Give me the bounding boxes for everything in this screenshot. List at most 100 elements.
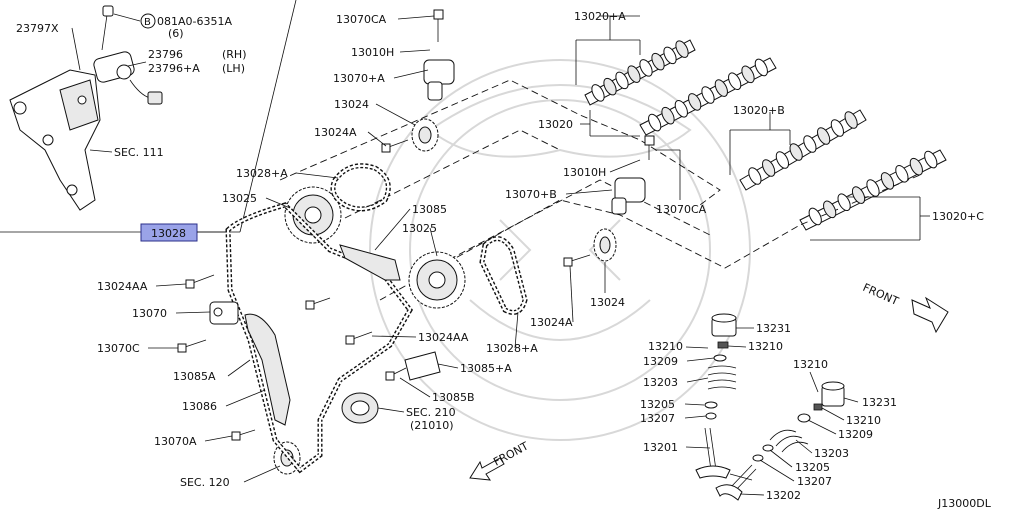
- label-13024-top: 13024: [334, 98, 369, 111]
- cam-lobe: [615, 71, 629, 90]
- tensioner-13070b: [611, 177, 646, 215]
- cam-lobe: [754, 58, 768, 77]
- label-13020c: 13020+C: [932, 210, 984, 223]
- label-13201: 13201: [643, 441, 678, 454]
- label-13210-right: 13210: [793, 358, 828, 371]
- bracket-13085a: [404, 351, 441, 381]
- cam-lobe: [627, 65, 641, 83]
- label-13203-right: 13203: [814, 447, 849, 460]
- label-13085a: 13085A: [173, 370, 216, 383]
- cam-lobe: [651, 52, 665, 71]
- cam-lobes-13020c: [808, 150, 938, 226]
- label-13028[interactable]: 13028: [151, 227, 186, 240]
- label-bolt-spec: 081A0-6351A: [157, 15, 232, 28]
- cam-lobe: [866, 179, 880, 197]
- label-13207-right: 13207: [797, 475, 832, 488]
- label-13028a-mid: 13028+A: [486, 342, 538, 355]
- label-sec210: SEC. 210: [406, 406, 456, 419]
- crank-sprocket-sec120: [273, 441, 301, 475]
- label-13085b: 13085B: [432, 391, 475, 404]
- label-13209-right: 13209: [838, 428, 873, 441]
- label-bolt-circle: B: [144, 17, 151, 28]
- label-front-right: FRONT: [861, 281, 901, 308]
- label-13210-left: 13210: [648, 340, 683, 353]
- cam-sprocket-upper-13025: [284, 186, 342, 244]
- label-13202: 13202: [766, 489, 801, 502]
- bolts: [177, 9, 655, 441]
- label-13020a: 13020+A: [574, 10, 626, 23]
- label-13207-left: 13207: [640, 412, 675, 425]
- secondary-chain-13028a-lower: [479, 236, 528, 315]
- label-13020b: 13020+B: [733, 104, 785, 117]
- cam-lobe: [688, 93, 702, 111]
- label-13070: 13070: [132, 307, 167, 320]
- label-rh: (RH): [222, 48, 247, 61]
- cam-lobes-13020a: [591, 40, 689, 102]
- front-arrow-bottom: [469, 457, 505, 481]
- label-13028a-top: 13028+A: [236, 167, 288, 180]
- label-13203-left: 13203: [643, 376, 678, 389]
- pump-sec210: [341, 392, 379, 424]
- label-13231-right: 13231: [862, 396, 897, 409]
- label-13085: 13085: [412, 203, 447, 216]
- label-13025-mid: 13025: [402, 222, 437, 235]
- label-13070ca-top: 13070CA: [336, 13, 387, 26]
- cam-lobe: [823, 200, 837, 219]
- cam-lobe: [837, 193, 851, 212]
- label-13210-left-2: 13210: [748, 340, 783, 353]
- label-23796: 23796: [148, 48, 183, 61]
- cam-lobe: [728, 72, 742, 91]
- cam-lobe: [714, 79, 728, 97]
- cam-lobes-13020: [648, 58, 768, 132]
- label-13205-right: 13205: [795, 461, 830, 474]
- cam-lobe: [674, 99, 688, 118]
- label-13086: 13086: [182, 400, 217, 413]
- watermark-emblem: [369, 59, 751, 441]
- label-bolt-qty: (6): [168, 27, 184, 40]
- label-13010h-mid: 13010H: [563, 166, 606, 179]
- label-sec111: SEC. 111: [114, 146, 164, 159]
- cam-lobe: [648, 113, 662, 132]
- sprocket-13024-upper: [411, 118, 439, 152]
- cam-lobe: [591, 84, 605, 102]
- front-arrow-right: [911, 296, 949, 334]
- cam-lobe: [701, 86, 715, 104]
- cam-lobe: [748, 167, 762, 185]
- cam-lobe: [661, 106, 675, 125]
- label-13070a-low: 13070A: [154, 435, 197, 448]
- label-13024aa-left: 13024AA: [97, 280, 148, 293]
- tensioner-13070a-upper: [423, 59, 455, 101]
- label-23796a: 23796+A: [148, 62, 200, 75]
- cam-lobe: [663, 46, 677, 65]
- label-13209-left: 13209: [643, 355, 678, 368]
- label-13020: 13020: [538, 118, 573, 131]
- sprocket-13024-mid: [593, 228, 617, 262]
- cam-lobe: [741, 65, 755, 84]
- label-13070c: 13070C: [97, 342, 140, 355]
- label-sec120: SEC. 120: [180, 476, 230, 489]
- label-13010h-top: 13010H: [351, 46, 394, 59]
- label-sec210-sub: (21010): [410, 419, 454, 432]
- cam-lobe: [895, 164, 909, 183]
- leader-lines: [148, 15, 930, 496]
- cam-lobe: [844, 111, 858, 129]
- cam-lobe: [789, 143, 803, 161]
- valve-train-left: [695, 313, 737, 479]
- cam-sprocket-lower-13025: [408, 251, 466, 309]
- secondary-chain-13028a-upper: [330, 163, 391, 212]
- highlighted-part-13028[interactable]: [140, 223, 198, 242]
- label-13070a-top: 13070+A: [333, 72, 385, 85]
- cam-lobe: [830, 119, 844, 137]
- label-13205-left: 13205: [640, 398, 675, 411]
- label-13085a-mid: 13085+A: [460, 362, 512, 375]
- cam-lobe: [880, 172, 895, 190]
- cam-lobe: [639, 59, 653, 77]
- bolt-callout-circle: [140, 13, 156, 29]
- tension-guide-13085: [339, 244, 401, 281]
- valve-train-right: [715, 381, 845, 501]
- front-cover-inset: [9, 5, 163, 211]
- cam-lobe: [675, 40, 689, 58]
- cam-lobe: [803, 135, 817, 153]
- cam-lobe: [762, 159, 776, 177]
